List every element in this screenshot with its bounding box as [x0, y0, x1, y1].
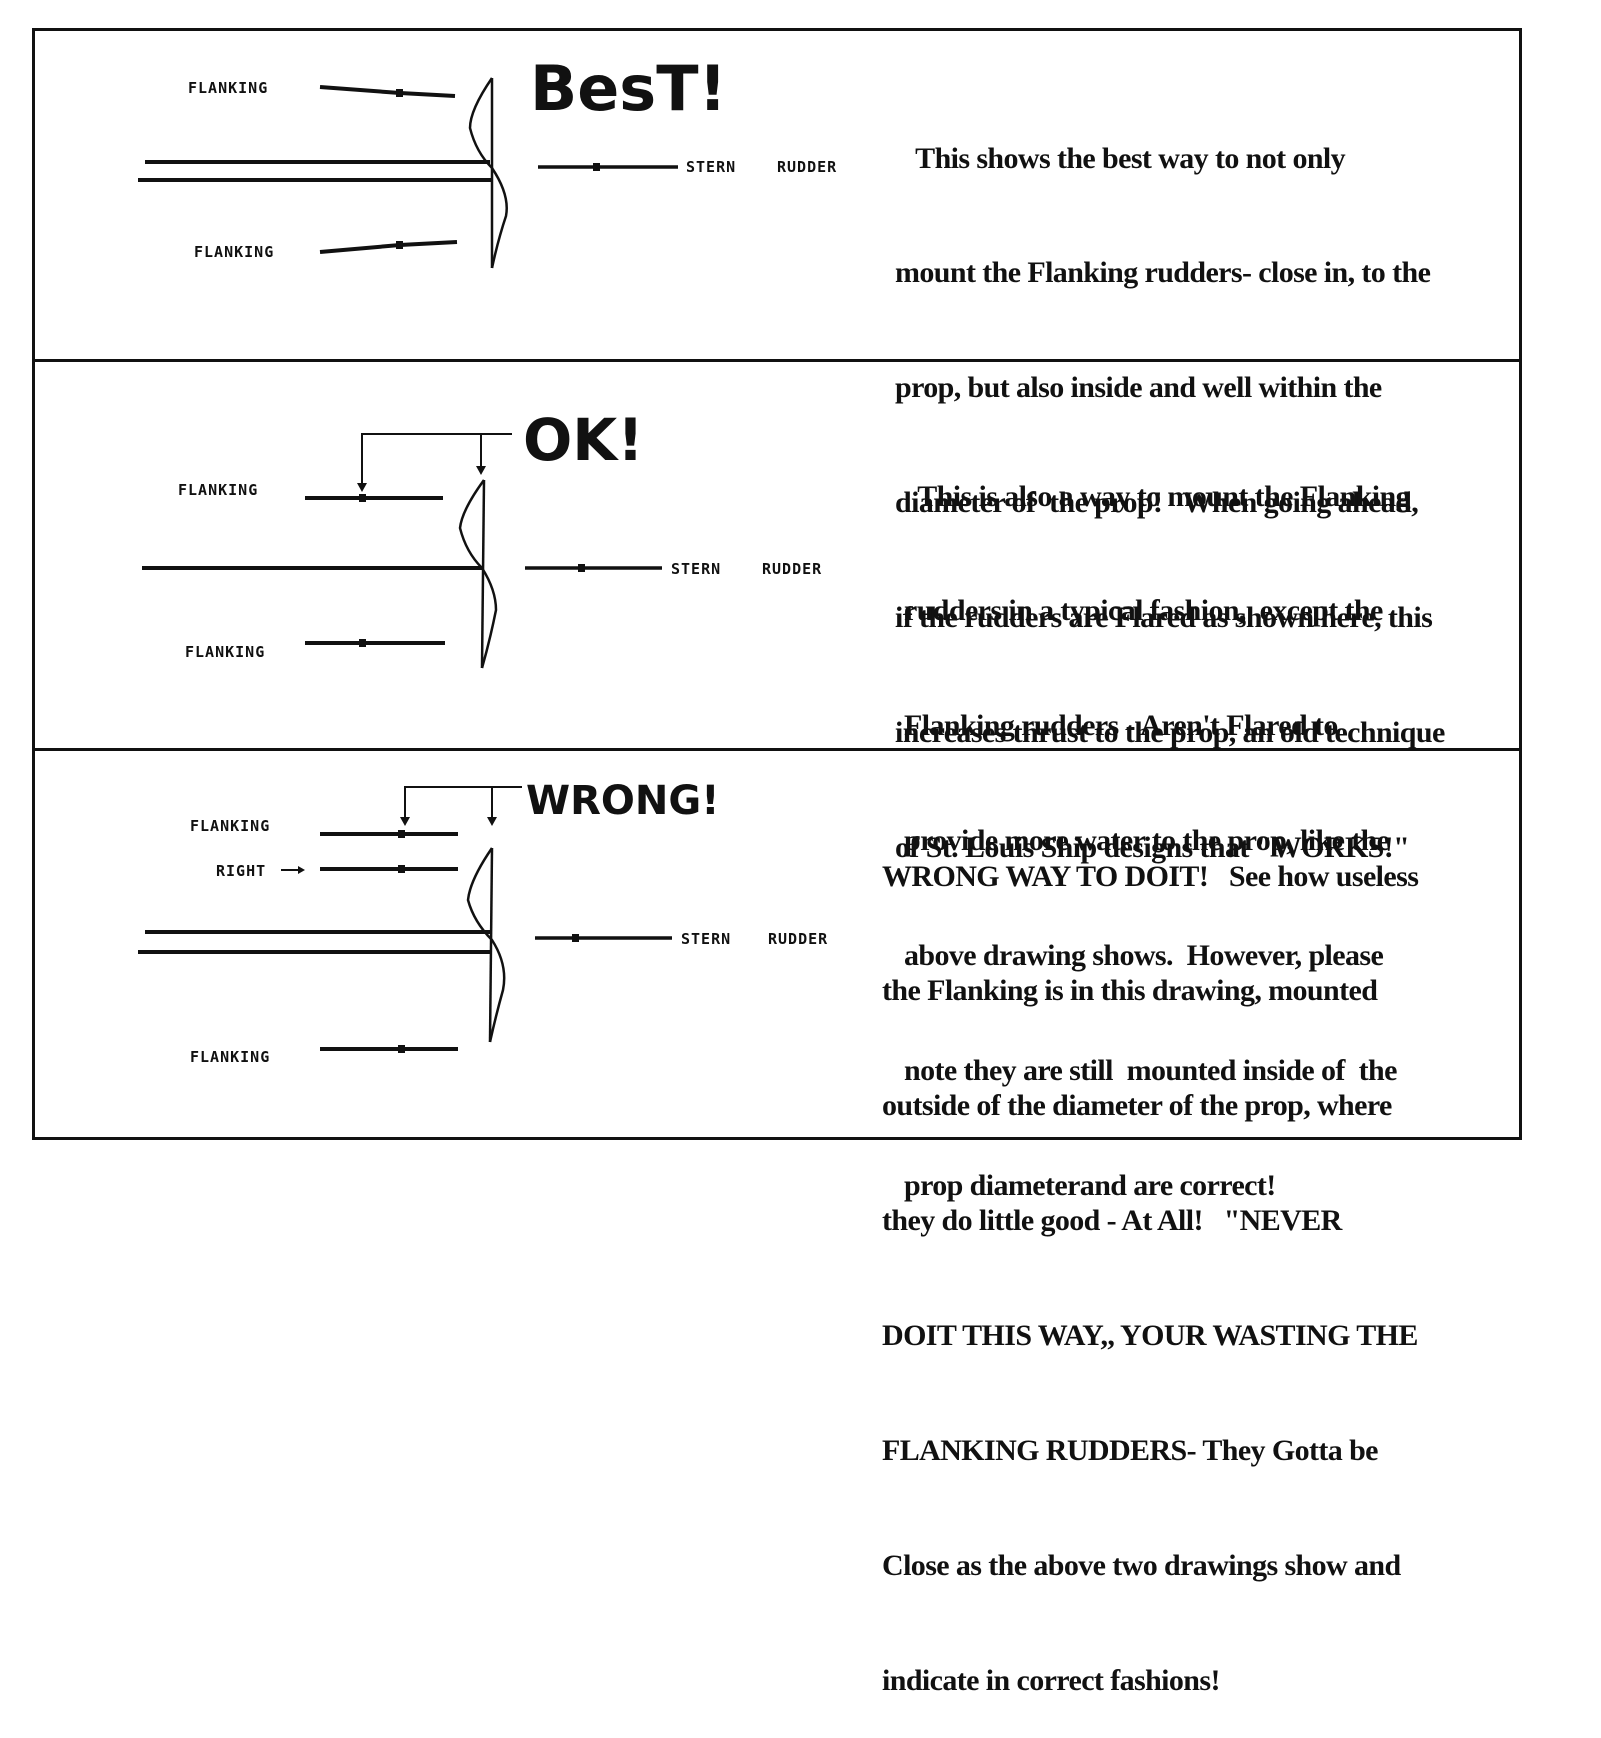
text-line: outside of the diameter of the prop, whe…	[882, 1089, 1392, 1123]
rating-ok: OK!	[523, 406, 644, 474]
text-line: of St. Louis Ship designs that "WORKS!"	[895, 830, 1410, 864]
propeller	[458, 479, 498, 669]
text-line: This shows the best way to not only	[895, 141, 1346, 175]
panel-ok-diagram: FLANKING FLANKING STERN RUDDER OK!	[142, 406, 822, 669]
flanking-rudder-top	[319, 85, 456, 98]
flanking-top-label: FLANKING	[188, 79, 268, 97]
text-line: prop, but also inside and well within th…	[895, 371, 1382, 405]
panel-divider-1	[35, 359, 1519, 362]
text-line: if the rudders are Flared as shown here,…	[895, 601, 1433, 635]
rating-best: BesT!	[530, 52, 727, 125]
rudder-label: RUDDER	[762, 560, 822, 578]
text-line: provide more water to the prop, like the	[904, 824, 1390, 858]
text-line: Flanking rudders - Aren't Flared to	[904, 709, 1338, 743]
panel-divider-2	[35, 748, 1519, 751]
flanking-rudder-bottom	[319, 240, 458, 254]
text-line: FLANKING RUDDERS- They Gotta be	[882, 1434, 1378, 1468]
panel-best-diagram: FLANKING FLANKING STERN RUDDER BesT!	[138, 52, 837, 269]
text-line: note they are still mounted inside of th…	[904, 1054, 1397, 1088]
text-line: DOIT THIS WAY,, YOUR WASTING THE	[882, 1319, 1418, 1353]
text-line: diameter of the prop! When going ahead,	[895, 486, 1419, 520]
indicator-bracket	[404, 786, 522, 822]
text-line: rudders in a typical fashion, except the	[904, 594, 1383, 628]
stern-label: STERN	[686, 158, 736, 176]
text-line: increases thrust to the prop, an old tec…	[895, 716, 1445, 750]
text-line: the Flanking is in this drawing, mounted	[882, 974, 1378, 1008]
flanking-top-label: FLANKING	[190, 817, 270, 835]
diagram-frame	[32, 28, 1522, 1140]
right-label: RIGHT	[216, 862, 266, 880]
text-line: above drawing shows. However, please	[904, 939, 1384, 973]
rating-wrong: WRONG!	[526, 778, 719, 824]
text-line: indicate in correct fashions!	[882, 1663, 1220, 1697]
propeller	[468, 77, 508, 269]
panel-wrong-diagram: FLANKING RIGHT FLANKING STERN RUDDER WRO…	[138, 778, 828, 1066]
text-line: Close as the above two drawings show and	[882, 1548, 1401, 1582]
text-line: This is also a way to mount the Flanking	[904, 479, 1411, 513]
panel-wrong-description: WRONG WAY TO DOIT! See how useless the F…	[882, 781, 1419, 1738]
flanking-bottom-label: FLANKING	[190, 1048, 270, 1066]
propeller	[466, 847, 506, 1043]
panel-ok-description: This is also a way to mount the Flanking…	[904, 401, 1411, 1244]
panel-best-drawing: FLANKING FLANKING STERN RUDDER BesT! FLA…	[138, 52, 837, 1066]
stern-label: STERN	[681, 930, 731, 948]
rudder-label: RUDDER	[777, 158, 837, 176]
rudder-label: RUDDER	[768, 930, 828, 948]
text-line: they do little good - At All! "NEVER	[882, 1204, 1342, 1238]
flanking-bottom-label: FLANKING	[185, 643, 265, 661]
stern-label: STERN	[671, 560, 721, 578]
indicator-bracket	[361, 433, 512, 490]
flanking-bottom-label: FLANKING	[194, 243, 274, 261]
text-line: WRONG WAY TO DOIT! See how useless	[882, 859, 1419, 893]
flanking-top-label: FLANKING	[178, 481, 258, 499]
panel-best-description: This shows the best way to not only moun…	[895, 63, 1445, 906]
text-line: mount the Flanking rudders- close in, to…	[895, 256, 1431, 290]
